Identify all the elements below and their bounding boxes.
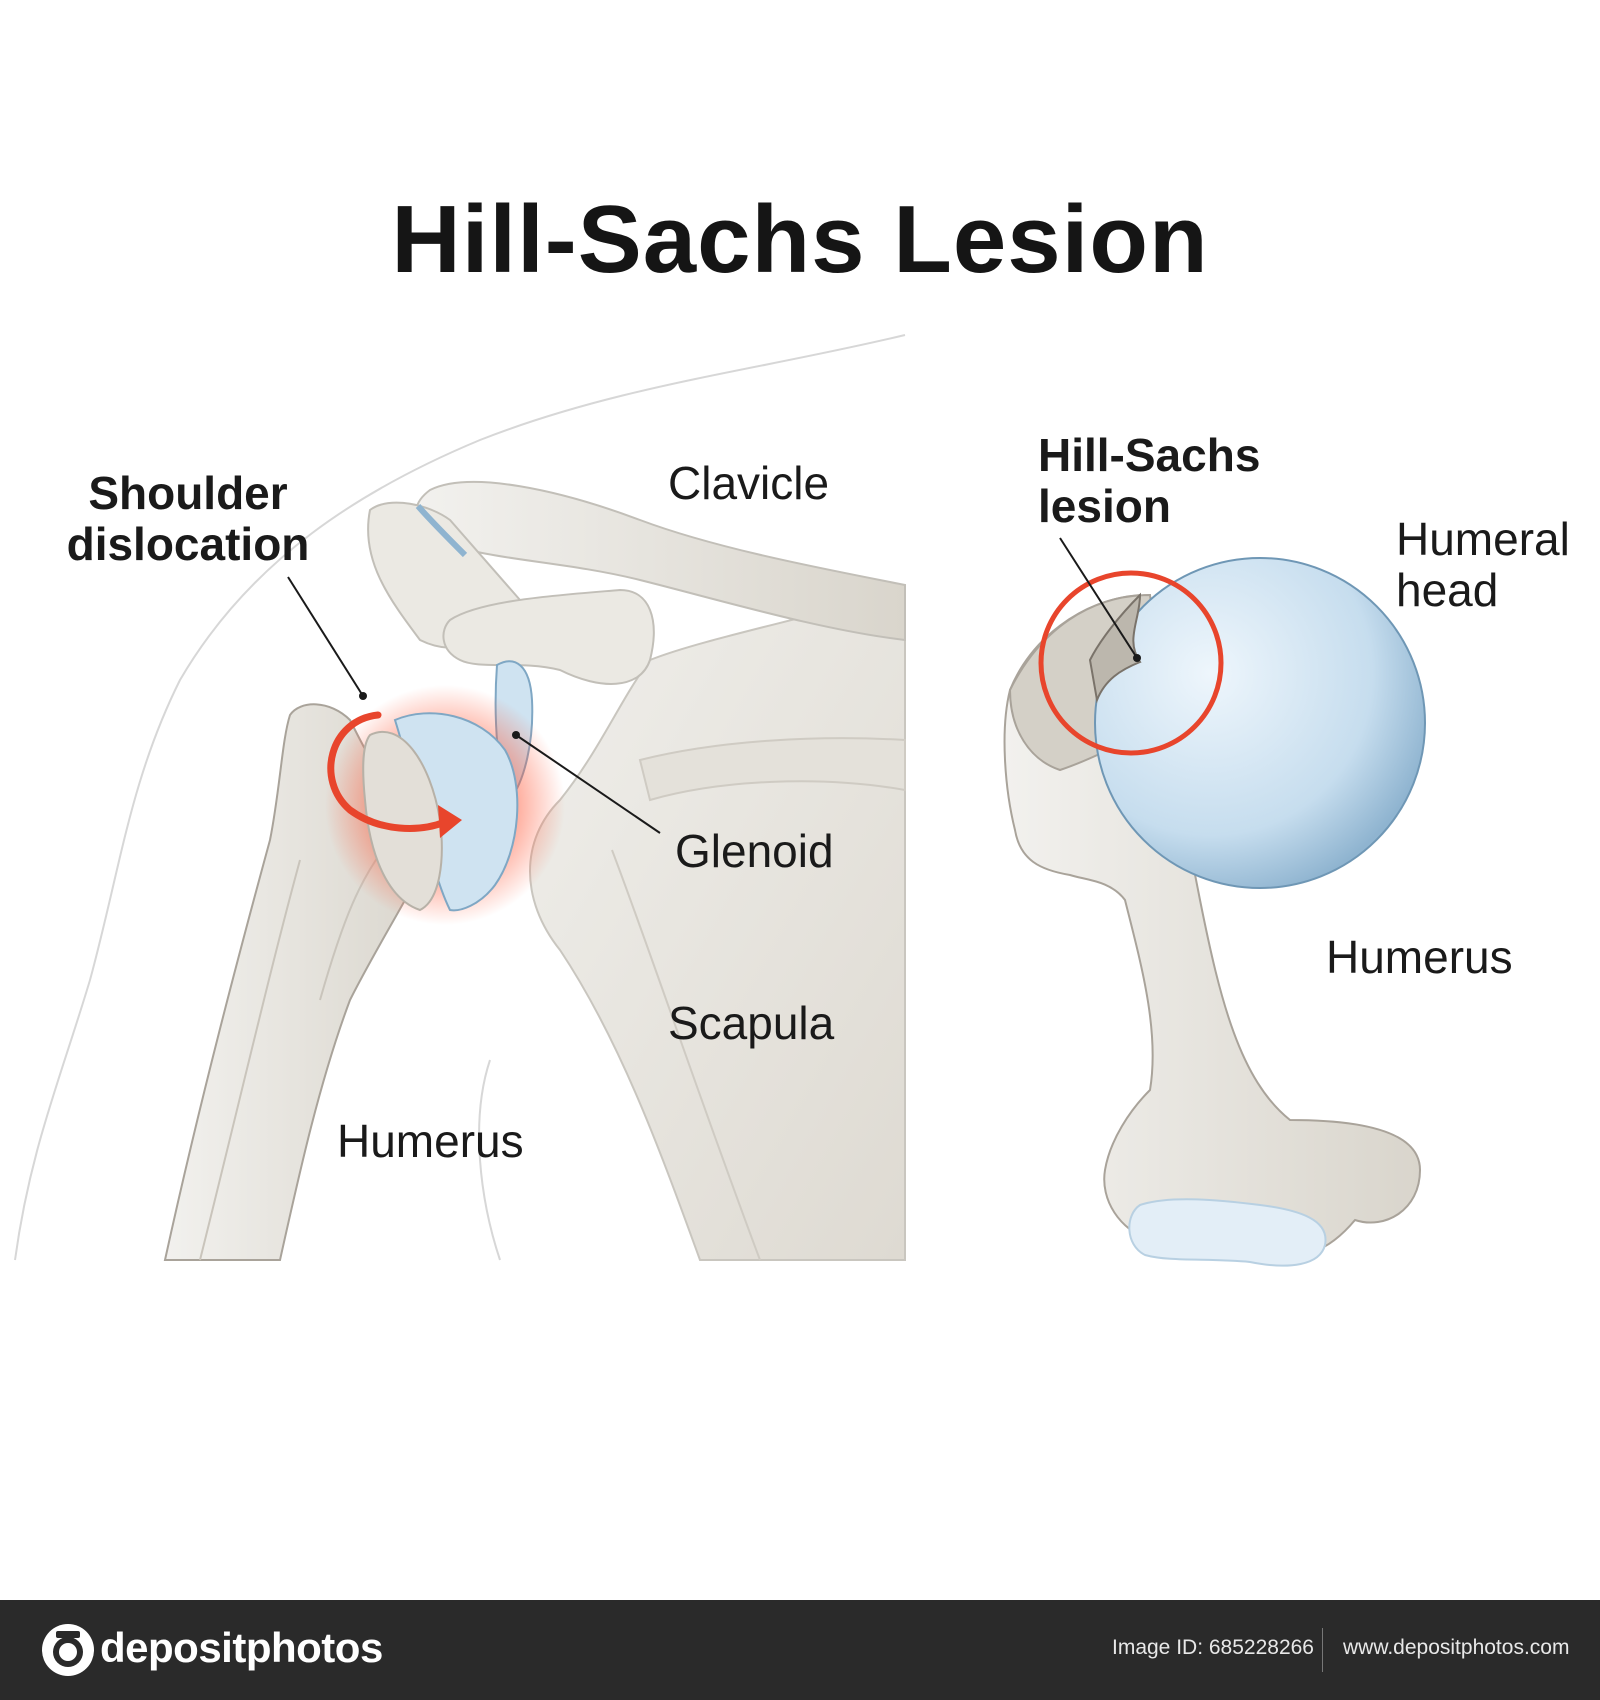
label-scapula: Scapula xyxy=(668,997,835,1049)
trochlea-cartilage xyxy=(1128,1198,1327,1267)
label-hill-sachs-lesion: Hill-Sachs lesion xyxy=(1038,430,1260,531)
arm-outline xyxy=(478,1059,501,1261)
humeral-neck-left xyxy=(362,730,443,912)
label-line: head xyxy=(1396,563,1499,616)
footer-divider xyxy=(1322,1628,1323,1672)
image-id: Image ID: 685228266 xyxy=(1112,1636,1314,1659)
dislocation-arrow-icon xyxy=(327,711,449,832)
label-line: Shoulder xyxy=(88,467,288,519)
label-humerus-left: Humerus xyxy=(337,1115,524,1167)
dislocation-arrow-head xyxy=(438,805,462,838)
label-line: dislocation xyxy=(66,517,310,570)
scapula-shape xyxy=(529,588,906,1261)
label-glenoid: Glenoid xyxy=(675,825,834,877)
site-link[interactable]: www.depositphotos.com xyxy=(1343,1636,1570,1659)
footer-bar: depositphotos Image ID: 685228266 www.de… xyxy=(0,1600,1600,1700)
lesion-notch xyxy=(1088,592,1142,704)
illustration: Hill-Sachs Lesion Shoulder dislocation C… xyxy=(14,186,1570,1267)
leader-glenoid xyxy=(515,734,661,834)
brand-name[interactable]: depositphotos xyxy=(100,1624,383,1671)
camera-logo-icon xyxy=(42,1624,94,1676)
scapula-ridge xyxy=(611,849,761,1261)
label-clavicle: Clavicle xyxy=(668,457,830,509)
label-line: Hill-Sachs xyxy=(1038,429,1261,481)
humeral-head-right xyxy=(1094,557,1426,889)
humerus-left-line xyxy=(199,859,301,1261)
label-humerus-right: Humerus xyxy=(1326,931,1513,983)
label-line: lesion xyxy=(1038,479,1171,532)
label-humeral-head: Humeral head xyxy=(1396,514,1570,615)
coracoid-shape xyxy=(442,588,655,685)
ac-joint-cartilage xyxy=(415,504,468,558)
leader-lesion xyxy=(1059,537,1138,659)
leader-dislocation xyxy=(287,576,364,697)
lesion-circle-icon xyxy=(1038,570,1224,756)
label-line: Humeral xyxy=(1396,513,1570,565)
page-title: Hill-Sachs Lesion xyxy=(391,186,1209,293)
label-shoulder-dislocation: Shoulder dislocation xyxy=(48,468,328,569)
scapula-spine xyxy=(638,737,906,802)
body-outline xyxy=(14,334,906,1261)
anatomy-drawing xyxy=(14,334,1426,1267)
